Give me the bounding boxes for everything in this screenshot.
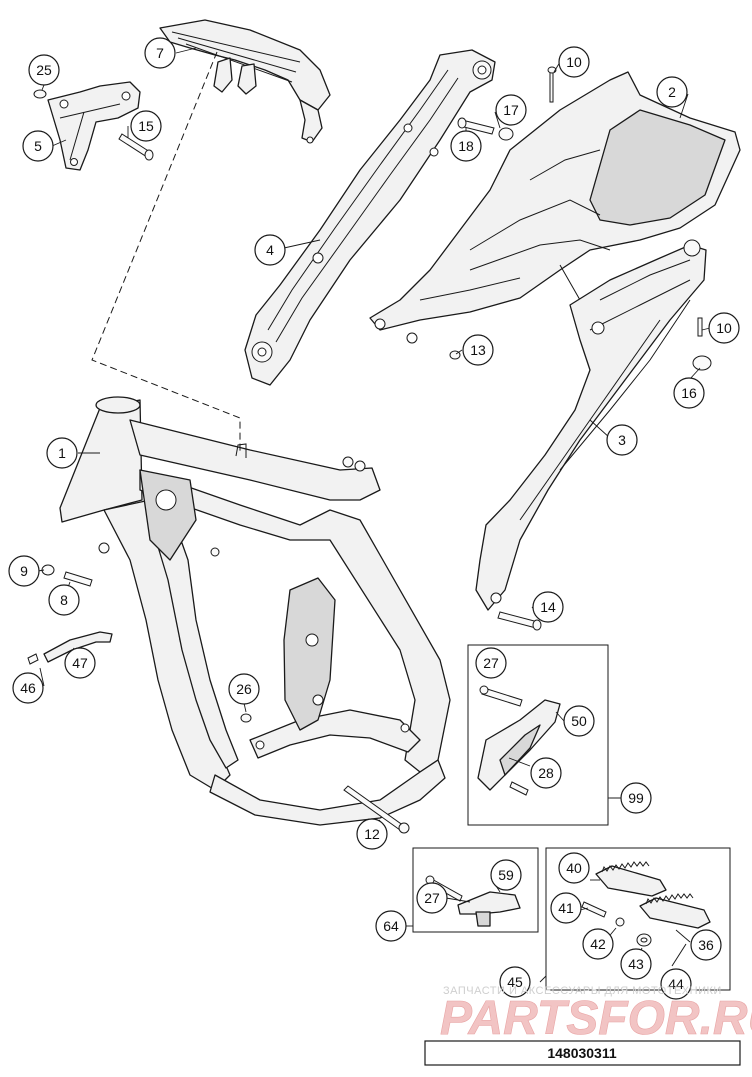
callout-18: 18 [450, 130, 482, 162]
kit-99-box [467, 644, 609, 826]
callout-28: 28 [530, 757, 562, 789]
part-1-main-frame-drawing [59, 396, 451, 826]
callout-42: 42 [582, 928, 614, 960]
assembly-dashed-lines [91, 51, 241, 452]
svg-text:50: 50 [571, 713, 587, 729]
svg-text:59: 59 [498, 867, 514, 883]
drawing-number: 148030311 [547, 1045, 617, 1061]
part-7-bracket-drawing [159, 19, 331, 144]
svg-text:12: 12 [364, 826, 380, 842]
callout-7: 7 [144, 37, 176, 69]
svg-text:18: 18 [458, 138, 474, 154]
svg-text:10: 10 [716, 320, 732, 336]
watermark: ЗАПЧАСТИ И АКСЕССУАРЫ ДЛЯ МОТОТЕХНИКИ PA… [440, 985, 752, 1045]
callout-50: 50 [563, 705, 595, 737]
callout-13: 13 [462, 334, 494, 366]
drawing-number-box: 148030311 [424, 1040, 741, 1066]
svg-text:45: 45 [507, 974, 523, 990]
svg-text:43: 43 [628, 956, 644, 972]
callout-12: 12 [356, 818, 388, 850]
callout-44: 44 [660, 968, 692, 1000]
part-4-subframe-left-drawing [244, 49, 496, 386]
watermark-caption: ЗАПЧАСТИ И АКСЕССУАРЫ ДЛЯ МОТОТЕХНИКИ [443, 985, 722, 997]
kit-boxes [406, 644, 731, 991]
callout-36: 36 [690, 929, 722, 961]
svg-text:36: 36 [698, 937, 714, 953]
svg-text:99: 99 [628, 790, 644, 806]
callout-1: 1 [46, 437, 78, 469]
callout-4: 4 [254, 234, 286, 266]
svg-text:44: 44 [668, 976, 684, 992]
svg-text:25: 25 [36, 62, 52, 78]
callout-26: 26 [228, 673, 260, 705]
kit-64-box [412, 847, 539, 933]
svg-text:13: 13 [470, 342, 486, 358]
callout-16: 16 [673, 377, 705, 409]
svg-text:46: 46 [20, 680, 36, 696]
svg-text:16: 16 [681, 385, 697, 401]
svg-text:26: 26 [236, 681, 252, 697]
svg-text:5: 5 [34, 138, 42, 154]
svg-text:7: 7 [156, 45, 164, 61]
callout-8: 8 [48, 584, 80, 616]
kit-45-box [545, 847, 731, 991]
svg-text:1: 1 [58, 445, 66, 461]
svg-text:4: 4 [266, 242, 274, 258]
callout-5: 5 [22, 130, 54, 162]
callout-10-upper: 10 [558, 46, 590, 78]
callout-45: 45 [499, 966, 531, 998]
callout-2: 2 [656, 76, 688, 108]
loose-fasteners-drawing [27, 66, 712, 834]
svg-text:27: 27 [483, 655, 499, 671]
callout-46: 46 [12, 672, 44, 704]
callout-41: 41 [550, 892, 582, 924]
svg-text:2: 2 [668, 84, 676, 100]
part-2-airbox-drawing [369, 71, 741, 344]
callout-64: 64 [375, 910, 407, 942]
callout-17: 17 [495, 94, 527, 126]
svg-text:8: 8 [60, 592, 68, 608]
callout-14: 14 [532, 591, 564, 623]
svg-text:40: 40 [566, 860, 582, 876]
svg-text:42: 42 [590, 936, 606, 952]
part-5-bracket-drawing [33, 81, 154, 171]
callout-40: 40 [558, 852, 590, 884]
callout-27-kit64: 27 [416, 882, 448, 914]
watermark-logo: PARTSFOR.RU [440, 992, 752, 1045]
callout-47: 47 [64, 647, 96, 679]
callout-25: 25 [28, 54, 60, 86]
svg-text:17: 17 [503, 102, 519, 118]
svg-text:3: 3 [618, 432, 626, 448]
callout-27-kit99: 27 [475, 647, 507, 679]
svg-text:64: 64 [383, 918, 399, 934]
callout-15: 15 [130, 110, 162, 142]
svg-text:41: 41 [558, 900, 574, 916]
svg-text:10: 10 [566, 54, 582, 70]
svg-text:27: 27 [424, 890, 440, 906]
callout-10-right: 10 [708, 312, 740, 344]
callout-3: 3 [606, 424, 638, 456]
part-36-40-footpeg-drawing [581, 861, 711, 967]
svg-text:28: 28 [538, 765, 554, 781]
part-50-chain-guide-drawing [477, 685, 561, 796]
svg-text:47: 47 [72, 655, 88, 671]
svg-text:15: 15 [138, 118, 154, 134]
callout-59: 59 [490, 859, 522, 891]
callout-9: 9 [8, 555, 40, 587]
svg-text:9: 9 [20, 563, 28, 579]
callout-43: 43 [620, 948, 652, 980]
svg-text:14: 14 [540, 599, 556, 615]
callout-99: 99 [620, 782, 652, 814]
